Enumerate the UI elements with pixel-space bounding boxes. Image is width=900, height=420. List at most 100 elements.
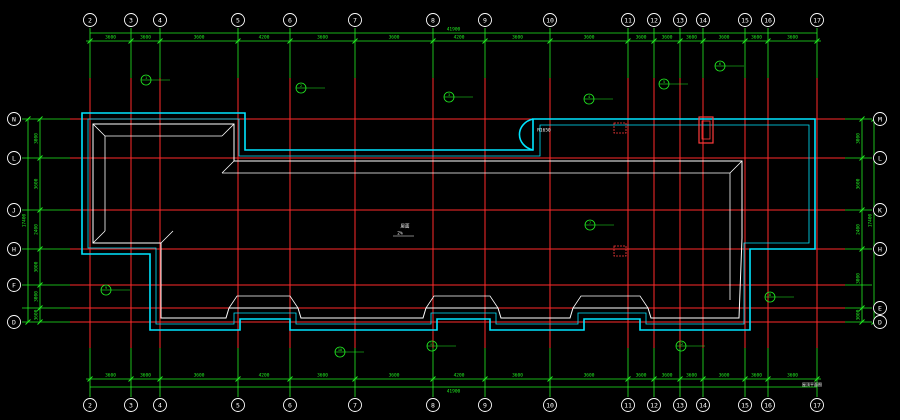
- axis-bubble-bottom-16: [761, 398, 775, 412]
- axis-bubble-top-5: [231, 13, 245, 27]
- dormer-hip: [228, 295, 299, 309]
- axis-bubble-right-L-label: L: [878, 155, 882, 163]
- axis-bubble-top-16: [761, 13, 775, 27]
- detail-callout-label: 10: [338, 348, 342, 352]
- hip-line: [160, 230, 174, 244]
- axis-bubble-right-L: [873, 151, 887, 165]
- axis-bubble-right-D-label: D: [878, 319, 882, 327]
- dim-chain-bottom-label: 3600: [140, 373, 151, 379]
- axis-bubble-bottom-2-label: 2: [88, 402, 92, 410]
- axis-bubble-bottom-10: [543, 398, 557, 412]
- axis-bubble-bottom-7: [348, 398, 362, 412]
- detail-callout-label: 12: [679, 342, 683, 346]
- hip-line: [92, 230, 106, 244]
- axis-bubble-bottom-12: [647, 398, 661, 412]
- axis-bubble-top-10: [543, 13, 557, 27]
- dimension-lines: 3600 3600 3600 4200 3600 3600 4200 3600 3600 3600…: [22, 27, 877, 395]
- detail-callout-label: 6: [719, 62, 721, 66]
- vent-box-inner: [701, 120, 711, 140]
- rounded-end: [518, 118, 534, 151]
- roof-outline: [81, 112, 816, 331]
- axis-bubble-bottom-5: [231, 398, 245, 412]
- axis-bubble-top-11-label: 11: [624, 17, 632, 25]
- dim-chain-right-label: 3000: [856, 133, 862, 144]
- axis-bubble-right-D: [873, 315, 887, 329]
- axis-bubble-top-13-label: 13: [676, 17, 684, 25]
- dim-total-bottom-label: 41900: [447, 389, 461, 395]
- dim-chain-top-label: 3600: [584, 35, 595, 41]
- dormer-hip: [572, 295, 649, 309]
- axis-bubble-bottom-13-label: 13: [676, 402, 684, 410]
- axis-bubble-top-2: [83, 13, 97, 27]
- axis-bubble-top-17-label: 17: [813, 17, 821, 25]
- axis-bubble-top-6: [283, 13, 297, 27]
- axis-bubble-top-16-label: 16: [764, 17, 772, 25]
- hatch-box: [613, 122, 627, 134]
- dim-chain-top-label: 4200: [259, 35, 270, 41]
- dim-chain-right-label: 2400: [856, 224, 862, 235]
- axis-bubble-top-10-label: 10: [546, 17, 554, 25]
- axis-bubble-right-K-label: K: [878, 207, 882, 215]
- axis-bubble-left-F-label: F: [12, 282, 16, 290]
- dim-chain-right-label: 3000: [856, 273, 862, 284]
- roof-slope: 2%: [397, 231, 403, 237]
- axis-bubble-right-E-label: E: [878, 305, 882, 313]
- axis-bubble-bottom-7-label: 7: [353, 402, 357, 410]
- radius-note: R1650: [537, 128, 551, 134]
- axis-bubble-bottom-17-label: 17: [813, 402, 821, 410]
- axis-bubble-top-9: [478, 13, 492, 27]
- axis-bubble-left-H-label: H: [12, 246, 16, 254]
- axis-bubble-bottom-3: [124, 398, 138, 412]
- dim-chain-bottom-label: 4200: [259, 373, 270, 379]
- dim-total-left-label: 17400: [22, 213, 28, 227]
- axis-bubble-bottom-14: [696, 398, 710, 412]
- axis-bubble-bottom-8: [426, 398, 440, 412]
- axis-bubble-left-D: [7, 315, 21, 329]
- dim-total-right-label: 17400: [868, 213, 874, 227]
- axis-bubble-left-F: [7, 278, 21, 292]
- dim-chain-top-label: 3600: [317, 35, 328, 41]
- axis-bubble-top-15: [738, 13, 752, 27]
- axis-bubble-bottom-11: [621, 398, 635, 412]
- axis-bubble-bottom-6: [283, 398, 297, 412]
- axis-bubble-left-J-label: J: [12, 207, 16, 215]
- dim-chain-bottom-label: 3600: [719, 373, 730, 379]
- dim-chain-bottom-label: 3600: [636, 373, 647, 379]
- axis-bubble-bottom-10-label: 10: [546, 402, 554, 410]
- detail-callout-label: 1: [145, 76, 147, 80]
- roof-note: 屋面: [401, 224, 410, 230]
- axis-bubble-left-J: [7, 203, 21, 217]
- axis-bubble-right-M-label: M: [878, 116, 882, 124]
- dim-chain-bottom-label: 3600: [512, 373, 523, 379]
- detail-callout-label: 11: [430, 342, 434, 346]
- axis-bubble-top-7-label: 7: [353, 17, 357, 25]
- dormer-hip: [425, 295, 499, 309]
- dim-chain-top-label: 3600: [751, 35, 762, 41]
- hatch-box: [613, 245, 627, 257]
- axis-bubble-right-M: [873, 112, 887, 126]
- dim-chain-bottom-label: 3600: [584, 373, 595, 379]
- detail-callout-label: 3: [448, 93, 450, 97]
- axis-bubble-bottom-15-label: 15: [741, 402, 749, 410]
- dim-chain-bottom-label: 3600: [662, 373, 673, 379]
- axis-bubble-bottom-5-label: 5: [236, 402, 240, 410]
- dim-chain-left-label: 2400: [34, 224, 40, 235]
- dim-chain-top-label: 4200: [454, 35, 465, 41]
- hip-line: [92, 123, 106, 137]
- roof-edge: [92, 123, 743, 319]
- detail-callout-label: 2: [300, 84, 302, 88]
- axis-bubble-right-K: [873, 203, 887, 217]
- axis-bubble-left-L-label: L: [12, 155, 16, 163]
- axis-bubble-bottom-6-label: 6: [288, 402, 292, 410]
- dim-chain-top-label: 3600: [636, 35, 647, 41]
- dim-chain-bottom-label: 3600: [317, 373, 328, 379]
- dim-chain-left-label: 3000: [34, 291, 40, 302]
- axis-bubble-left-L: [7, 151, 21, 165]
- dim-chain-top-label: 3600: [194, 35, 205, 41]
- axis-bubble-top-6-label: 6: [288, 17, 292, 25]
- dim-chain-top-label: 3600: [686, 35, 697, 41]
- axis-bubbles: 2233445566778899101011111212131314141515…: [7, 13, 887, 412]
